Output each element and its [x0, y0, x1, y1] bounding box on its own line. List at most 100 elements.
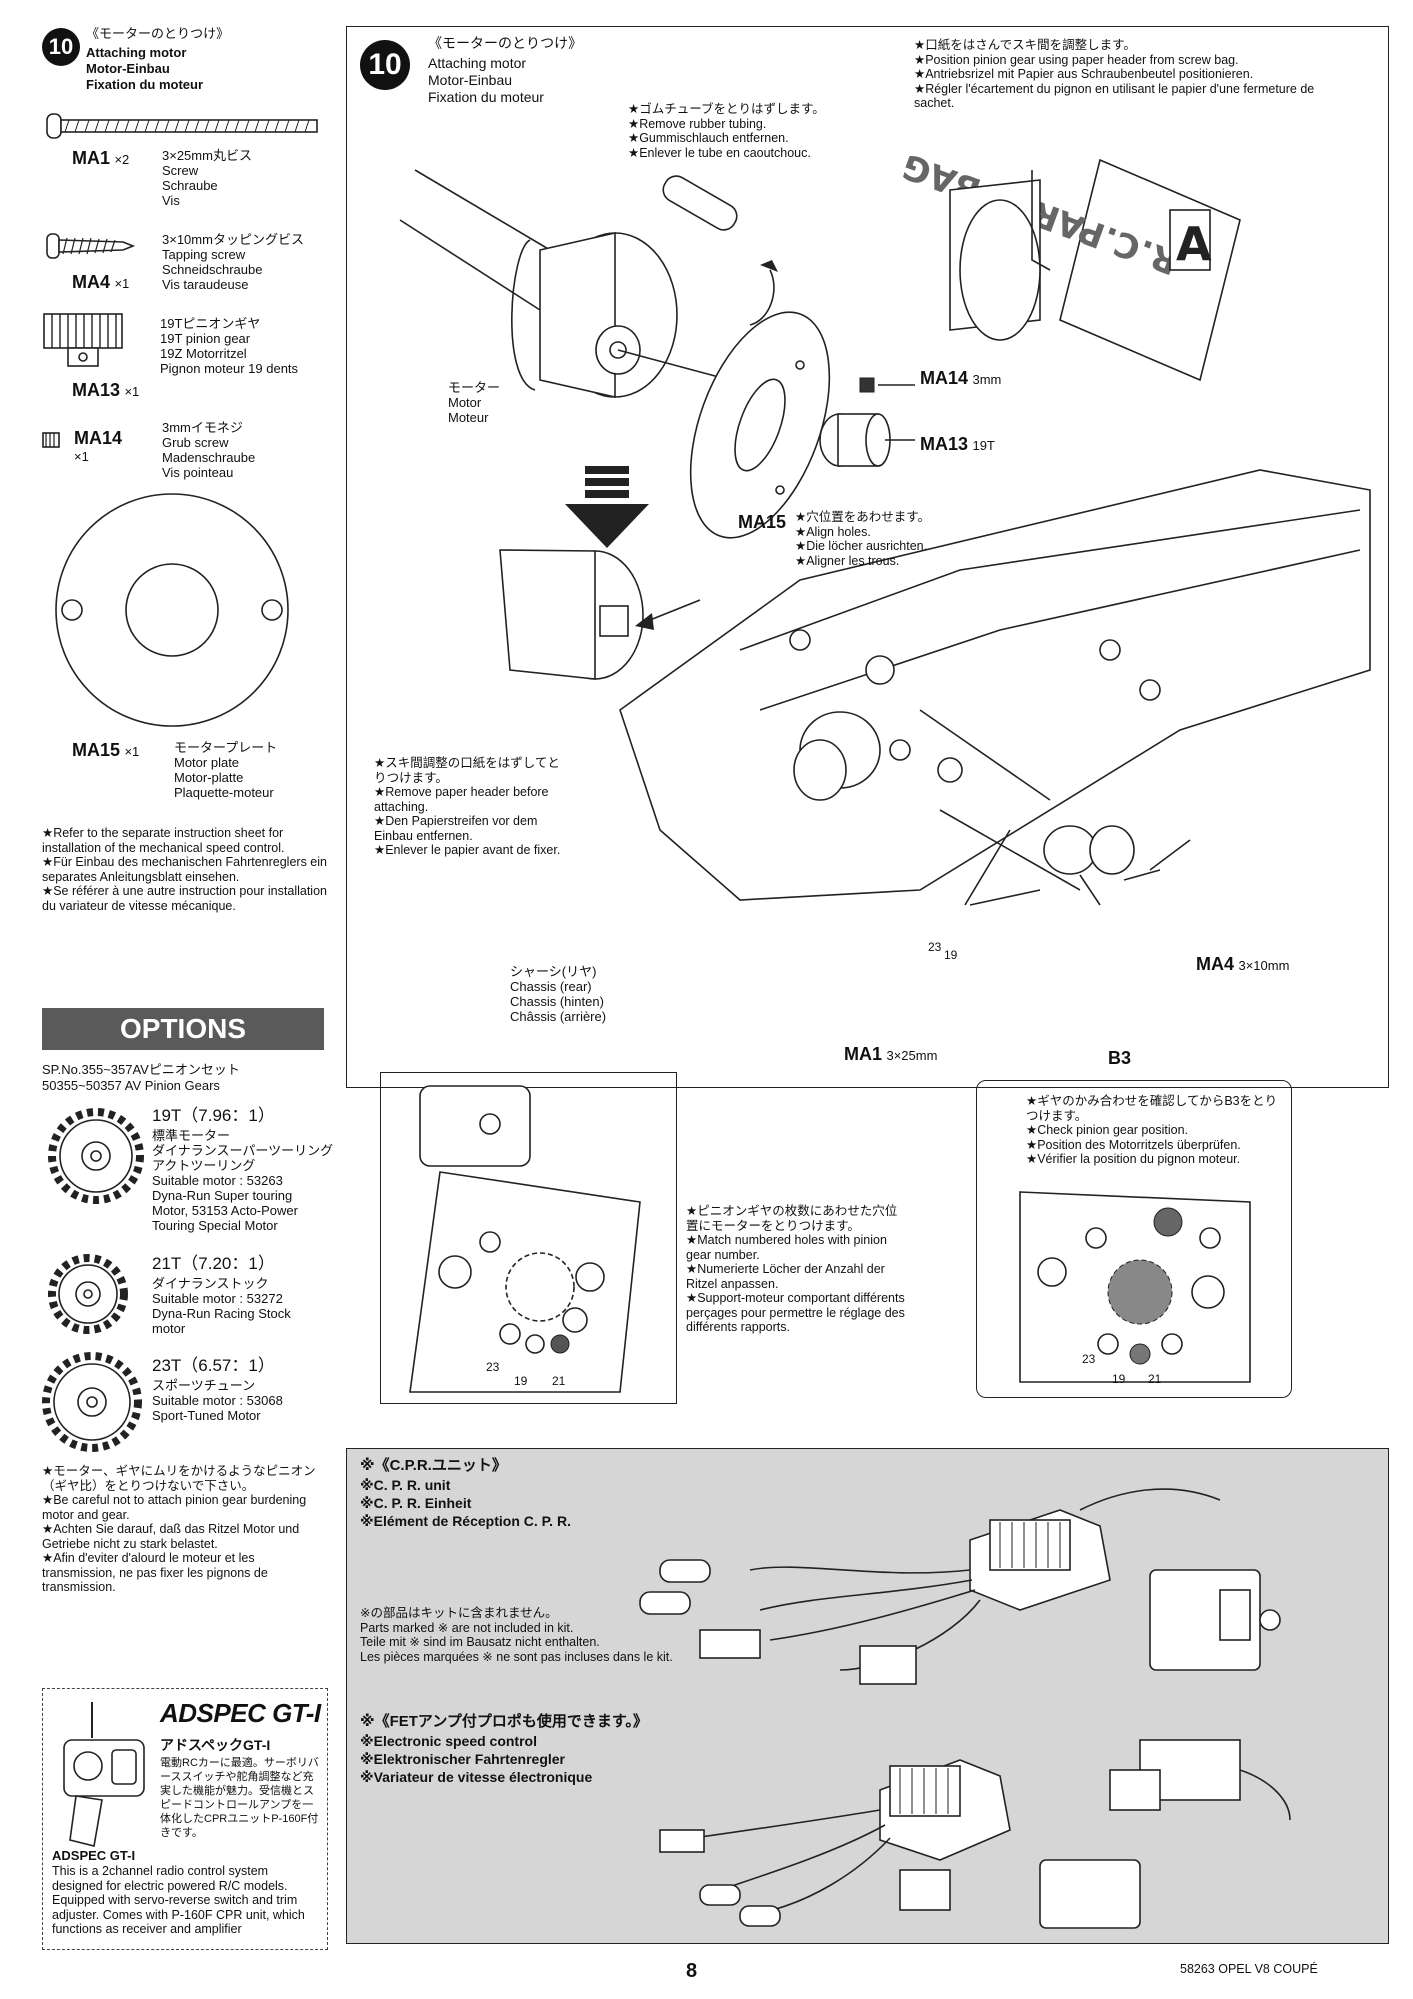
- adspec-en-desc: This is a 2channel radio control system …: [52, 1864, 305, 1936]
- gear-check-note: ★ギヤのかみ合わせを確認してからB3をとりつけます。 ★Check pinion…: [1026, 1094, 1278, 1166]
- match-holes-note: ★ピニオンギヤの枚数にあわせた穴位置にモーターをとりつけます。 ★Match n…: [686, 1204, 905, 1334]
- speed-control-note: ★Refer to the separate instruction sheet…: [42, 826, 327, 913]
- left-hole-21: 21: [552, 1374, 566, 1388]
- gear-23t-desc: スポーツチューン Suitable motor : 53068 Sport-Tu…: [152, 1378, 283, 1423]
- right-hole-23: 23: [1082, 1352, 1096, 1366]
- pinion-position-frame: [380, 1072, 677, 1404]
- chassis-rear-label: シャーシ(リヤ) Chassis (rear) Chassis (hinten)…: [510, 964, 607, 1024]
- fet-line-en: ※Electronic speed control: [360, 1733, 537, 1749]
- ma4-size: 3×10mm: [1238, 958, 1290, 973]
- part-desc: モータープレート Motor plate Motor-platte Plaque…: [174, 740, 278, 800]
- part-code: MA13: [72, 380, 121, 400]
- adspec-jp-desc: 電動RCカーに最適。サーボリバーススイッチや舵角調整など充実した機能が魅力。受信…: [160, 1757, 319, 1839]
- model-label: 58263 OPEL V8 COUPÉ: [1180, 1962, 1318, 1976]
- ma14-callout: MA14 3mm: [920, 368, 1001, 389]
- ma13-pinion-gear-icon: [43, 313, 123, 367]
- options-line-2: 50355~50357 AV Pinion Gears: [42, 1078, 220, 1093]
- step-title-fr: Fixation du moteur: [86, 77, 203, 92]
- cpr-line-fr: ※Elément de Réception C. P. R.: [360, 1513, 571, 1529]
- part-qty: ×1: [74, 449, 89, 464]
- step-number: 10: [48, 34, 74, 59]
- gear-23t-icon: [42, 1352, 142, 1452]
- part-ma4: MA4 ×1: [72, 272, 129, 293]
- main-step-frame: [346, 26, 1389, 1088]
- remove-paper-note: ★スキ間調整の口紙をはずしてとりつけます。 ★Remove paper head…: [374, 756, 561, 857]
- rubber-tube-note: ★ゴムチューブをとりはずします。 ★Remove rubber tubing. …: [628, 102, 825, 160]
- pinion-holes-right-drawing: [1019, 1191, 1251, 1383]
- motor-label: モーター Motor Moteur: [448, 380, 501, 425]
- ma14-code: MA14: [920, 368, 969, 388]
- page-number: 8: [686, 1960, 698, 1982]
- part-ma1: MA1 ×2: [72, 148, 129, 169]
- part-qty: ×1: [124, 384, 140, 399]
- align-holes-note: ★穴位置をあわせます。 ★Align holes. ★Die löcher au…: [795, 510, 930, 568]
- b3-callout: B3: [1108, 1048, 1132, 1068]
- fet-line-fr: ※Variateur de vitesse électronique: [360, 1769, 593, 1785]
- ma14-size: 3mm: [972, 372, 1002, 387]
- part-code: MA4: [72, 272, 111, 292]
- gear-check-frame: [976, 1080, 1292, 1398]
- hole-23-label: 23: [928, 940, 942, 954]
- main-step-number: 10: [368, 48, 402, 81]
- right-hole-21: 21: [1148, 1372, 1162, 1386]
- left-hole-19: 19: [514, 1374, 528, 1388]
- part-desc: 3×25mm丸ビス Screw Schraube Vis: [162, 148, 252, 208]
- adspec-box: [42, 1688, 328, 1950]
- ma1-code: MA1: [844, 1044, 883, 1064]
- cpr-line-de: ※C. P. R. Einheit: [360, 1495, 472, 1511]
- ma1-screw-icon: [46, 113, 318, 139]
- gear-21t-desc: ダイナランストック Suitable motor : 53272 Dyna-Ru…: [152, 1276, 291, 1336]
- adspec-logo: ADSPEC GT-I: [160, 1698, 321, 1728]
- transmitter-icon: [63, 1702, 145, 1847]
- main-title-fr: Fixation du moteur: [428, 89, 544, 105]
- adspec-en-title: ADSPEC GT-I: [52, 1848, 136, 1863]
- right-hole-19: 19: [1112, 1372, 1126, 1386]
- part-code: MA14: [74, 428, 123, 448]
- caution-note: ★モーター、ギヤにムリをかけるようなピニオン（ギヤ比）をとりつけないで下さい。 …: [42, 1464, 316, 1594]
- gear-19t-desc: 標準モーター ダイナランスーパーツーリング アクトツーリング Suitable …: [152, 1128, 334, 1233]
- gear-21t-icon: [48, 1254, 128, 1334]
- gear-19t-icon: [48, 1108, 144, 1204]
- left-hole-23: 23: [486, 1360, 500, 1374]
- main-title-en: Attaching motor: [428, 55, 527, 71]
- adspec-jp-title: アドスペックGT-I: [160, 1737, 271, 1753]
- ma13-code: MA13: [920, 434, 969, 454]
- svg-text:A: A: [1176, 217, 1212, 271]
- main-step-badge: 10: [360, 40, 410, 90]
- hole-19-label: 19: [944, 948, 958, 962]
- ma13-size: 19T: [972, 438, 995, 453]
- part-ma13: MA13 ×1: [72, 380, 139, 401]
- step-title-en: Attaching motor: [86, 45, 187, 60]
- ma13-callout: MA13 19T: [920, 434, 995, 455]
- step-title-de: Motor-Einbau: [86, 61, 170, 76]
- gear-19t-ratio: 19T（7.96：1）: [152, 1106, 275, 1125]
- main-title-jp: 《モーターのとりつけ》: [428, 35, 583, 51]
- step-title-jp: 《モーターのとりつけ》: [86, 26, 230, 41]
- part-desc: 19Tピニオンギヤ 19T pinion gear 19Z Motorritze…: [160, 316, 299, 376]
- part-code: MA15: [72, 740, 121, 760]
- part-desc: 3×10mmタッピングビス Tapping screw Schneidschra…: [162, 232, 304, 292]
- part-ma14: MA14 ×1: [74, 428, 134, 464]
- ma4-code: MA4: [1196, 954, 1235, 974]
- fet-line-de: ※Elektronischer Fahrtenregler: [360, 1751, 566, 1767]
- cpr-title: ※《C.P.R.ユニット》: [360, 1457, 507, 1474]
- part-qty: ×1: [114, 276, 130, 291]
- ma4-tapping-screw-icon: [46, 233, 136, 259]
- part-qty: ×2: [114, 152, 130, 167]
- options-heading-text: OPTIONS: [119, 1013, 246, 1044]
- part-ma15: MA15 ×1: [72, 740, 139, 761]
- motor-exploded-drawing: R.C.PARTS BAG A: [399, 145, 1371, 906]
- ma15-callout: MA15: [738, 512, 787, 532]
- ma15-motor-plate-icon: [55, 493, 289, 727]
- esc-drawing: [659, 1739, 1291, 1929]
- pinion-holes-left-drawing: [409, 1085, 641, 1393]
- part-code: MA1: [72, 148, 111, 168]
- main-title-de: Motor-Einbau: [428, 72, 513, 88]
- cpr-line-en: ※C. P. R. unit: [360, 1477, 451, 1493]
- options-line-1: SP.No.355~357AVピニオンセット: [42, 1062, 240, 1077]
- ma14-grub-screw-icon: [42, 432, 60, 448]
- paper-header-note: ★口紙をはさんでスキ間を調整します。 ★Position pinion gear…: [914, 38, 1315, 110]
- part-desc: 3mmイモネジ Grub screw Madenschraube Vis poi…: [162, 420, 256, 480]
- cpr-panel: [346, 1448, 1389, 1944]
- fet-title: ※《FETアンプ付プロポも使用できます。》: [360, 1713, 648, 1730]
